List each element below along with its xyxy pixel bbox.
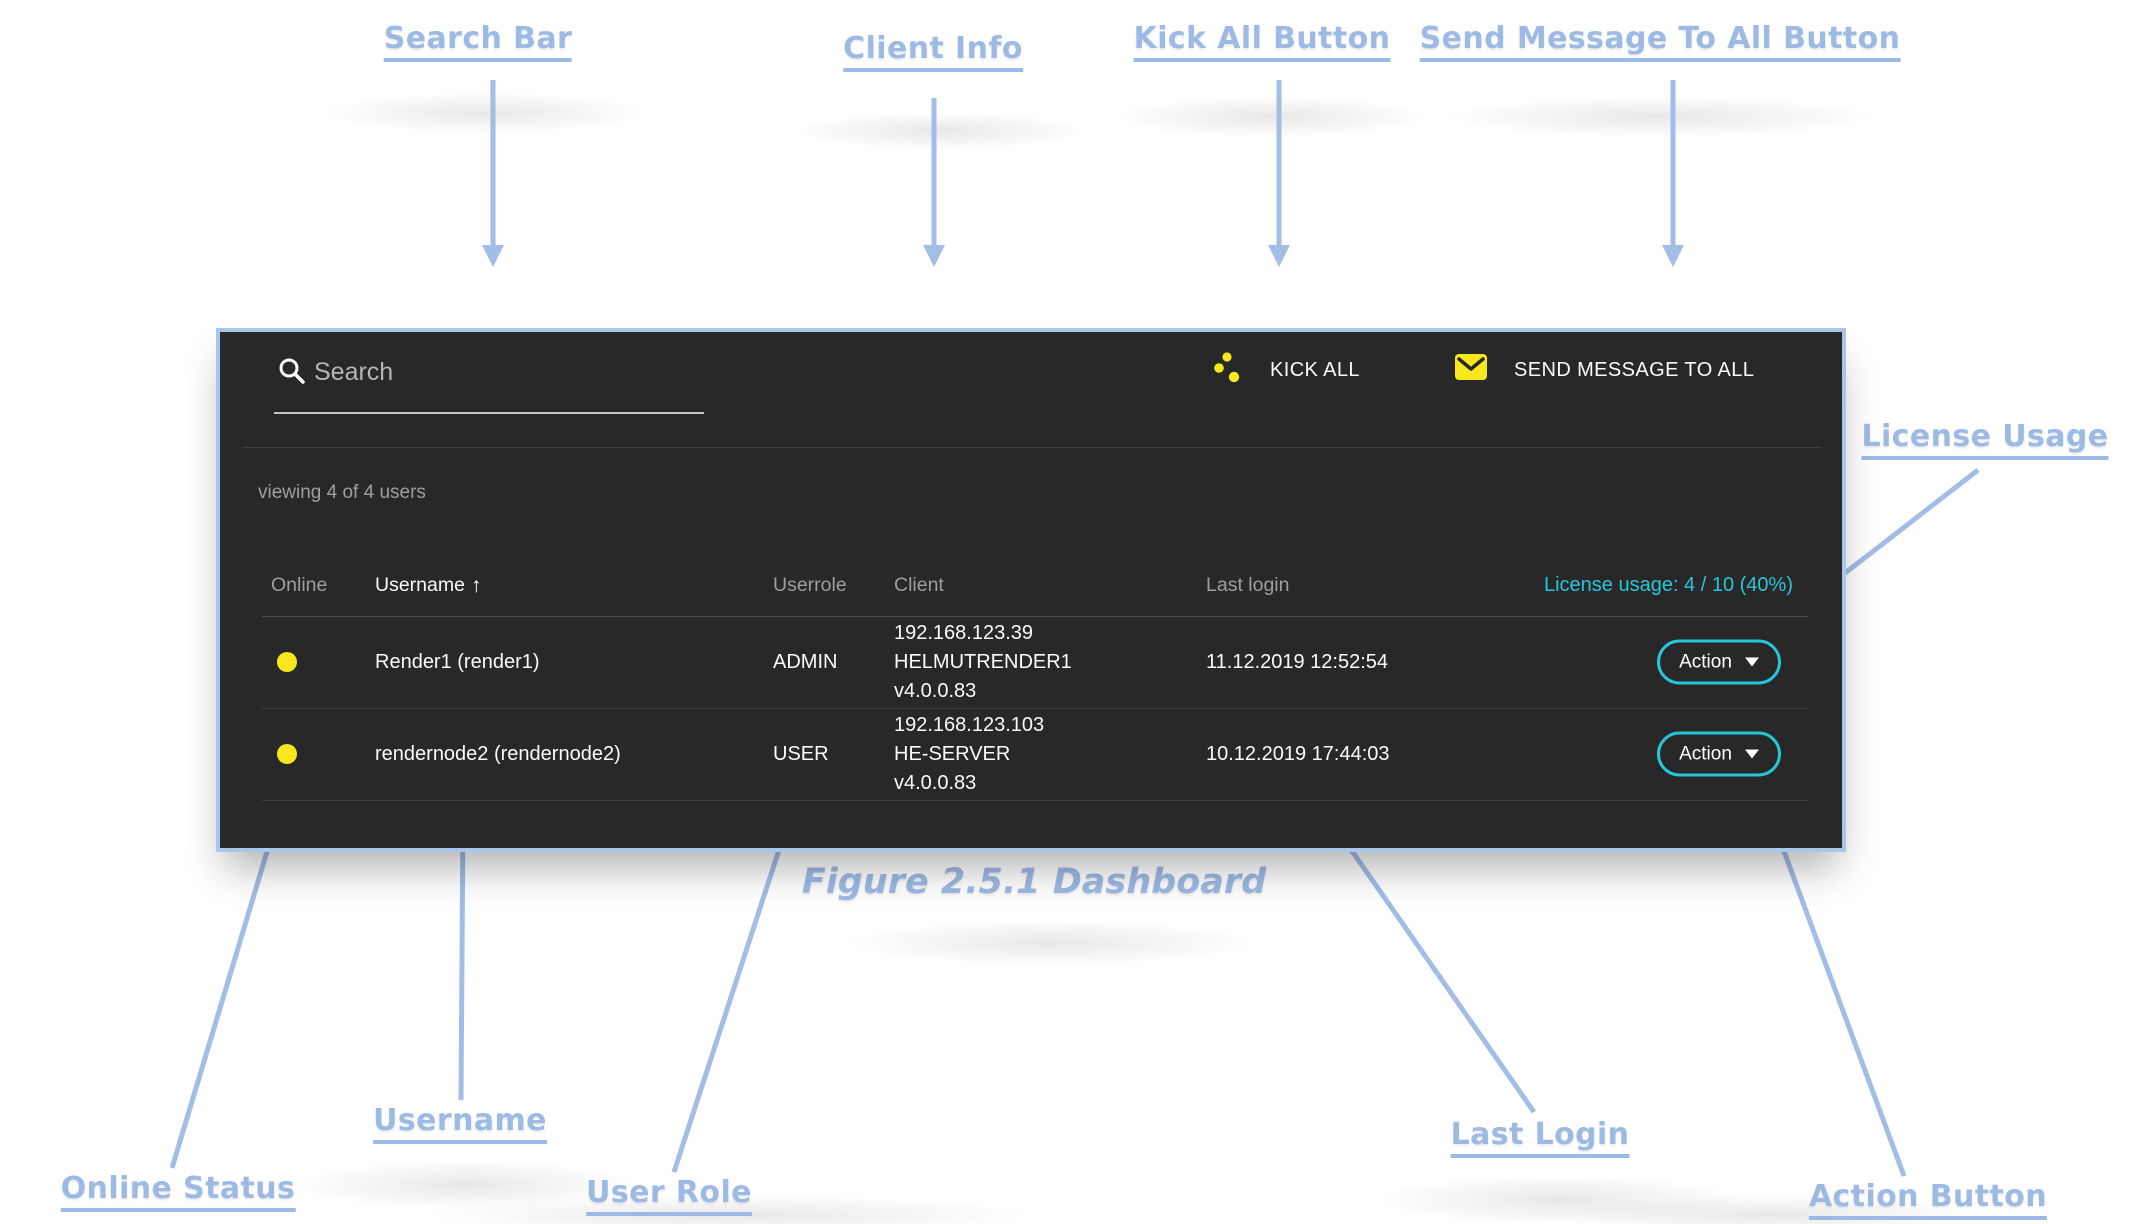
header-divider <box>262 616 1808 617</box>
table-row: rendernode2 (rendernode2) USER 192.168.1… <box>220 708 1842 800</box>
action-button-arrow <box>1763 803 1907 1177</box>
online-dot-icon <box>277 652 297 672</box>
chevron-down-icon <box>1744 657 1759 667</box>
username-cell: rendernode2 (rendernode2) <box>375 742 621 765</box>
userrole-cell: USER <box>773 742 829 765</box>
client-info-cell: 192.168.123.39 HELMUTRENDER1 v4.0.0.83 <box>894 616 1072 708</box>
last-login-cell: 10.12.2019 17:44:03 <box>1206 742 1390 765</box>
last-login-callout: Last Login <box>1450 1118 1630 1158</box>
shadow-blur <box>840 920 1260 966</box>
action-dropdown-button[interactable]: Action <box>1657 731 1781 777</box>
client-ip: 192.168.123.39 <box>894 621 1034 644</box>
column-header-username[interactable]: Username ↑ <box>375 555 481 616</box>
shadow-blur <box>420 1195 1040 1224</box>
action-dropdown-button[interactable]: Action <box>1657 639 1781 685</box>
client-ip: 192.168.123.103 <box>894 713 1045 736</box>
client-version: v4.0.0.83 <box>894 679 977 702</box>
dashboard-panel: KICK ALL SEND MESSAGE TO ALL viewing 4 o… <box>216 328 1846 852</box>
license-usage-callout: License Usage <box>1861 420 2109 460</box>
kick-dots-icon <box>1212 349 1244 391</box>
username-callout: Username <box>373 1104 547 1144</box>
online-dot-icon <box>277 744 297 764</box>
chevron-down-icon <box>1744 749 1759 759</box>
kick-all-label: KICK ALL <box>1270 358 1360 381</box>
table-row: Render1 (render1) ADMIN 192.168.123.39 H… <box>220 616 1842 708</box>
username-arrow <box>451 810 474 1101</box>
row-divider <box>262 708 1808 709</box>
action-label: Action <box>1679 743 1732 764</box>
sort-ascending-icon: ↑ <box>470 574 482 597</box>
search-bar-callout: Search Bar <box>383 22 573 62</box>
online-status-callout: Online Status <box>60 1172 296 1212</box>
license-usage-text: License usage: 4 / 10 (40%) <box>1543 574 1793 596</box>
table-header-row: Online Username ↑ Userrole Client Last l… <box>220 555 1842 616</box>
column-header-userrole[interactable]: Userrole <box>773 574 847 596</box>
user-role-callout: User Role <box>586 1176 752 1216</box>
online-status-cell <box>277 708 297 800</box>
send-message-to-all-button[interactable]: SEND MESSAGE TO ALL <box>1448 344 1760 396</box>
send-message-callout: Send Message To All Button <box>1419 22 1901 62</box>
send-message-to-all-label: SEND MESSAGE TO ALL <box>1514 358 1755 381</box>
shadow-blur <box>1370 1175 1750 1224</box>
client-info-cell: 192.168.123.103 HE-SERVER v4.0.0.83 <box>894 708 1044 800</box>
figure-caption: Figure 2.5.1 Dashboard <box>801 862 1267 902</box>
kick-all-button[interactable]: KICK ALL <box>1206 344 1366 396</box>
mail-icon <box>1454 353 1488 387</box>
action-label: Action <box>1679 651 1732 672</box>
column-header-username-label: Username <box>375 574 465 596</box>
viewing-count-text: viewing 4 of 4 users <box>258 482 426 503</box>
shadow-blur <box>790 112 1090 150</box>
column-header-online[interactable]: Online <box>271 574 328 596</box>
user-role-arrow <box>671 805 798 1173</box>
search-icon <box>277 356 307 391</box>
username-cell: Render1 (render1) <box>375 650 540 673</box>
online-status-cell <box>277 616 297 708</box>
last-login-cell: 11.12.2019 12:52:54 <box>1206 650 1389 673</box>
toolbar-divider <box>242 447 1822 448</box>
client-hostname: HE-SERVER <box>894 742 1011 765</box>
userrole-cell: ADMIN <box>773 650 838 673</box>
column-header-client[interactable]: Client <box>894 574 944 596</box>
shadow-blur <box>1110 96 1430 138</box>
search-input[interactable] <box>312 352 692 392</box>
column-header-last-login[interactable]: Last login <box>1206 574 1290 596</box>
action-button-callout: Action Button <box>1808 1180 2048 1220</box>
shadow-blur <box>290 1160 640 1210</box>
search-underline <box>274 412 704 414</box>
shadow-blur <box>1440 96 1880 138</box>
shadow-blur <box>320 92 650 134</box>
row-divider <box>262 800 1808 801</box>
client-hostname: HELMUTRENDER1 <box>894 650 1072 673</box>
client-version: v4.0.0.83 <box>894 771 977 794</box>
kick-all-callout: Kick All Button <box>1133 22 1391 62</box>
client-info-callout: Client Info <box>843 32 1023 72</box>
